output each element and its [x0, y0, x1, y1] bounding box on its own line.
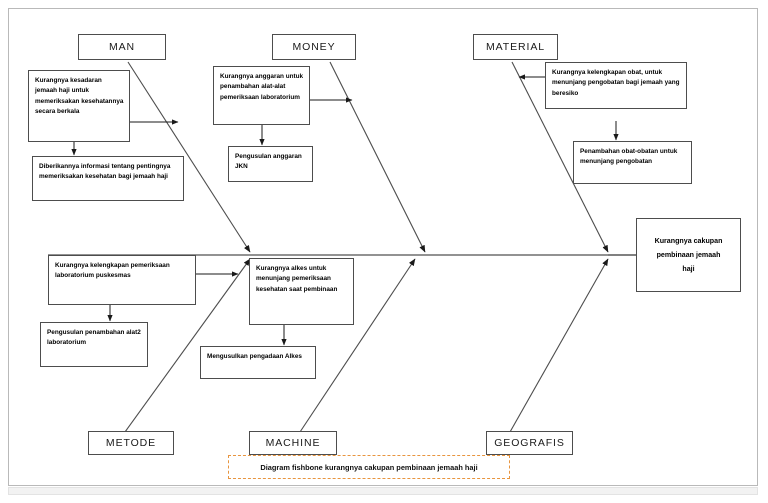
cause-metode-line-1: Kurangnya kelengkapan pemeriksaan: [55, 262, 170, 269]
effect-box[interactable]: Kurangnya cakupan pembinaan jemaah haji: [636, 218, 741, 292]
cause-box-man[interactable]: Kurangnya kesadaran jemaah haji untuk me…: [28, 70, 130, 142]
category-label-machine[interactable]: MACHINE: [249, 431, 337, 455]
cause-man-line-2: jemaah haji untuk: [35, 87, 89, 95]
bone-material: [511, 61, 609, 253]
cause-material-line-1: Kurangnya kelengkapan obat,: [552, 69, 643, 76]
category-label-money[interactable]: MONEY: [272, 34, 356, 60]
cause-money-line-1: Kurangnya anggaran: [220, 73, 284, 80]
action-money-line-2: anggaran JKN: [235, 153, 302, 171]
cause-man-line-3: memeriksakan: [35, 97, 80, 105]
cause-metode-line-2: laboratorium puskesmas: [55, 272, 131, 280]
cause-box-money[interactable]: Kurangnya anggaran untuk penambahan alat…: [213, 66, 310, 125]
cause-money-line-3: alat-alat pemeriksaan: [220, 83, 286, 101]
action-money-line-1: Pengusulan: [235, 153, 272, 160]
category-label-money-text: MONEY: [292, 41, 336, 53]
action-box-man[interactable]: Diberikannya informasi tentang pentingny…: [32, 156, 184, 201]
action-box-material[interactable]: Penambahan obat-obatan untuk menunjang p…: [573, 141, 692, 184]
diagram-caption-text: Diagram fishbone kurangnya cakupan pembi…: [260, 462, 478, 472]
action-man-line-1: Diberikannya informasi tentang: [39, 163, 135, 170]
action-material-line-1: Penambahan obat-obatan: [580, 148, 659, 155]
cause-material-line-3: jemaah yang beresiko: [552, 79, 680, 97]
cause-machine-line-2: menunjang pemeriksaan: [256, 275, 331, 283]
cause-man-line-1: Kurangnya kesadaran: [35, 77, 102, 84]
action-man-line-2: pentingnya memeriksakan kesehatan: [39, 163, 171, 181]
action-man-line-3: bagi jemaah haji: [118, 173, 168, 181]
category-label-metode[interactable]: METODE: [88, 431, 174, 455]
action-material-line-2: untuk menunjang: [580, 148, 678, 166]
category-label-man[interactable]: MAN: [78, 34, 166, 60]
effect-line-1: Kurangnya cakupan: [654, 236, 723, 245]
category-label-man-text: MAN: [108, 41, 136, 53]
cause-box-machine[interactable]: Kurangnya alkes untuk menunjang pemeriks…: [249, 258, 354, 325]
action-box-machine[interactable]: Mengusulkan pengadaan Alkes: [200, 346, 316, 379]
action-material-line-3: pengobatan: [615, 158, 653, 166]
category-label-machine-text: MACHINE: [265, 437, 321, 449]
bone-geografis: [509, 258, 609, 433]
effect-line-3: haji: [682, 265, 695, 274]
cause-man-line-4: kesehatannya secara: [35, 97, 124, 116]
cause-box-metode[interactable]: Kurangnya kelengkapan pemeriksaan labora…: [48, 255, 196, 305]
action-box-metode[interactable]: Pengusulan penambahan alat2 laboratorium: [40, 322, 148, 367]
bone-money: [329, 61, 426, 253]
cause-man-line-5: berkala: [57, 108, 80, 116]
category-label-geografis[interactable]: GEOGRAFIS: [486, 431, 573, 455]
cause-money-line-2: untuk penambahan: [220, 73, 304, 91]
horizontal-scrollbar[interactable]: [8, 487, 758, 495]
action-metode-line-1: Pengusulan penambahan: [47, 329, 125, 336]
action-machine-line-1: Mengusulkan pengadaan: [207, 353, 284, 360]
action-metode-line-2: alat2 laboratorium: [47, 329, 141, 347]
category-label-geografis-text: GEOGRAFIS: [494, 437, 565, 449]
cause-money-line-4: laboratorium: [260, 93, 300, 101]
cause-machine-line-3: kesehatan saat: [256, 285, 302, 293]
cause-machine-line-1: Kurangnya alkes untuk: [256, 265, 327, 272]
category-label-material-text: MATERIAL: [486, 41, 545, 53]
bone-machine: [299, 258, 416, 433]
action-machine-line-2: Alkes: [284, 353, 302, 360]
bone-metode: [124, 258, 251, 433]
diagram-caption: Diagram fishbone kurangnya cakupan pembi…: [228, 455, 510, 479]
action-box-money[interactable]: Pengusulan anggaran JKN: [228, 146, 313, 182]
category-label-material[interactable]: MATERIAL: [473, 34, 558, 60]
cause-machine-line-4: pembinaan: [303, 285, 338, 293]
cause-material-line-2: untuk menunjang pengobatan bagi: [552, 69, 663, 87]
cause-box-material[interactable]: Kurangnya kelengkapan obat, untuk menunj…: [545, 62, 687, 109]
category-label-metode-text: METODE: [105, 437, 157, 449]
effect-line-2: pembinaan jemaah: [656, 250, 721, 259]
bone-man: [127, 61, 251, 253]
